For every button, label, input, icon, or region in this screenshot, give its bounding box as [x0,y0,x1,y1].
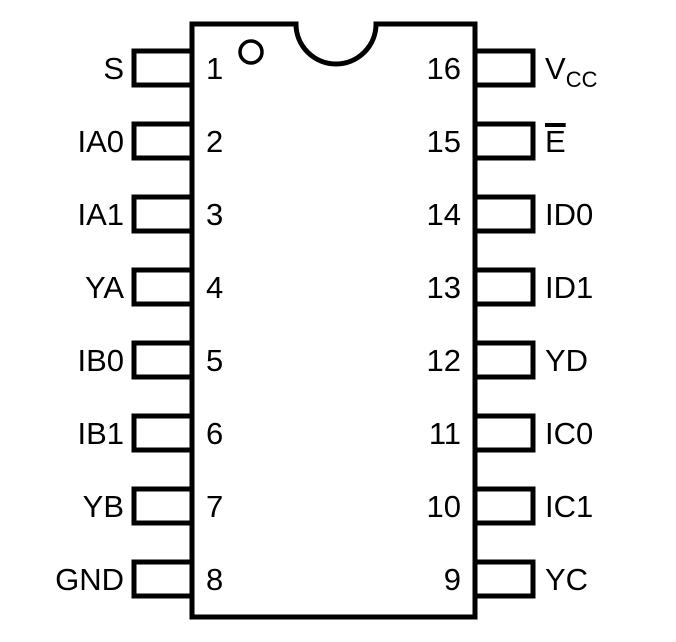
pin-lead-12 [472,340,536,380]
pin-lead-4 [131,267,195,307]
pin-label-5: IB0 [77,343,124,378]
pin-label-text-10: IC1 [545,489,593,524]
pin-number-7: 7 [206,489,223,524]
pin-number-9: 9 [444,562,461,597]
pin-lead-5 [131,340,195,380]
pin-label-text-15: E [545,124,566,159]
pin-number-8: 8 [206,562,223,597]
pin-lead-8 [131,559,195,599]
pin-label-8: GND [55,562,124,597]
pin-lead-3 [131,194,195,234]
pin-label-text-5: IB0 [77,343,124,378]
pin-number-12: 12 [427,343,461,378]
pin-number-3: 3 [206,197,223,232]
pin-lead-2 [131,121,195,161]
chip-body-outline [189,21,478,620]
pin-lead-9 [472,559,536,599]
pin-label-1: S [103,51,124,86]
pin-number-13: 13 [427,270,461,305]
pin-label-2: IA0 [77,124,124,159]
pin-label-text-2: IA0 [77,124,124,159]
pin-number-14: 14 [427,197,461,232]
pin-lead-7 [131,486,195,526]
pin-lead-10 [472,486,536,526]
pin-label-text-6: IB1 [77,416,124,451]
pin-number-11: 11 [429,416,461,451]
pin-label-text-1: S [103,51,124,86]
right-pin-group: 16 VCC 15 E 14 ID0 13 ID1 12 YD 11 IC0 10 IC1 9 YC [427,48,598,599]
pin-lead-15 [472,121,536,161]
pin-lead-1 [131,48,195,88]
pin-lead-6 [131,413,195,453]
pin-label-text-16: V [545,51,566,86]
pin-label-text-8: GND [55,562,124,597]
left-pin-group: 1 S 2 IA0 3 IA1 4 YA 5 IB0 6 IB1 7 YB 8 GND [55,48,223,599]
pin-label-12: YD [545,343,588,378]
pin-number-16: 16 [427,51,461,86]
pin-label-11: IC0 [545,416,593,451]
pin1-marker-circle [238,39,264,65]
pin-label-text-14: ID0 [545,197,593,232]
pin-label-text-4: YA [85,270,124,305]
pin-lead-11 [472,413,536,453]
pin-lead-14 [472,194,536,234]
pin-label-text-3: IA1 [77,197,124,232]
pin-label-7: YB [83,489,124,524]
pin-label-10: IC1 [545,489,593,524]
pin-label-text-11: IC0 [545,416,593,451]
pin-label-subscript-16: CC [566,67,598,92]
pin-label-text-9: YC [545,562,588,597]
pin-label-6: IB1 [77,416,124,451]
pin-label-15: E [545,124,566,159]
pin-lead-16 [472,48,536,88]
pin-label-16: VCC [545,51,598,92]
pin-label-text-13: ID1 [545,270,593,305]
pin-label-text-12: YD [545,343,588,378]
pin-number-1: 1 [206,51,223,86]
pin-lead-13 [472,267,536,307]
pin-number-4: 4 [206,270,223,305]
pin-number-2: 2 [206,124,223,159]
pin-number-6: 6 [206,416,223,451]
pin-label-3: IA1 [77,197,124,232]
pin-label-4: YA [85,270,124,305]
pin-label-9: YC [545,562,588,597]
pin-number-15: 15 [427,124,461,159]
pin-label-13: ID1 [545,270,593,305]
pin-label-text-7: YB [83,489,124,524]
pin-number-5: 5 [206,343,223,378]
pin-label-14: ID0 [545,197,593,232]
pin-number-10: 10 [427,489,461,524]
